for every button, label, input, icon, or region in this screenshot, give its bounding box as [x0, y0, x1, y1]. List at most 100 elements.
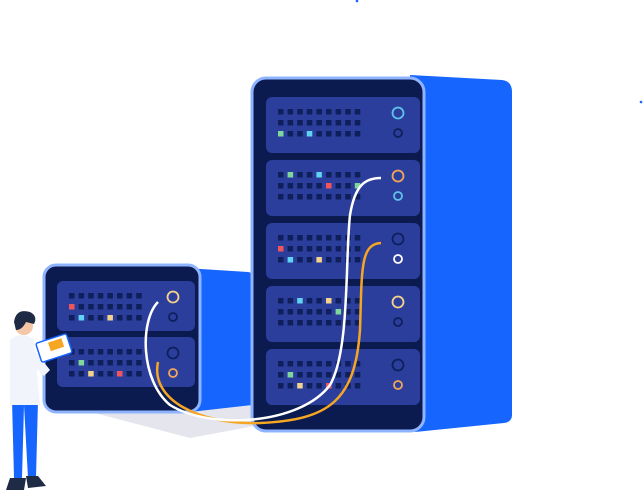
status-led: [345, 361, 351, 367]
status-led: [326, 194, 332, 200]
orange-cable: [155, 241, 382, 425]
status-led: [107, 371, 113, 377]
status-led: [354, 383, 361, 389]
sparkle-dot: [355, 0, 359, 3]
server-unit: [266, 286, 420, 342]
status-led: [88, 371, 94, 377]
status-led: [354, 372, 361, 378]
status-led: [297, 361, 303, 367]
status-led: [78, 304, 85, 310]
status-led: [126, 360, 133, 366]
status-led: [354, 246, 361, 252]
status-led: [316, 309, 322, 315]
status-led: [117, 293, 123, 299]
status-led: [88, 360, 94, 366]
status-led: [306, 361, 313, 367]
arm: [26, 345, 50, 376]
status-led: [326, 172, 332, 178]
status-led: [117, 315, 123, 321]
status-led: [278, 183, 284, 189]
status-led: [88, 304, 94, 310]
status-led: [287, 131, 294, 137]
status-led: [287, 372, 294, 378]
status-led: [306, 183, 313, 189]
cables: [144, 176, 382, 425]
status-led: [345, 172, 351, 178]
status-led: [297, 120, 303, 126]
port-ring-icon: [168, 312, 178, 322]
status-led: [335, 246, 342, 252]
rack-side-panel: [410, 75, 512, 432]
status-led: [306, 298, 313, 304]
status-led: [97, 371, 104, 377]
status-led: [297, 309, 303, 315]
status-led: [326, 120, 332, 126]
port-ring-icon: [391, 232, 405, 246]
status-led: [78, 349, 85, 355]
person-with-tablet: [6, 311, 73, 490]
server-unit: [266, 349, 420, 405]
status-led: [316, 320, 322, 326]
status-led: [345, 320, 351, 326]
status-led: [335, 320, 342, 326]
status-led: [88, 293, 94, 299]
status-led: [326, 235, 332, 241]
status-led: [297, 246, 303, 252]
status-led: [287, 246, 294, 252]
status-led: [326, 320, 332, 326]
status-led: [335, 257, 342, 263]
server-unit: [266, 160, 420, 216]
status-led: [345, 194, 351, 200]
hair: [14, 311, 36, 330]
port-ring-icon: [391, 295, 405, 309]
status-led: [316, 257, 322, 263]
status-led: [326, 246, 332, 252]
status-led: [97, 315, 104, 321]
status-led: [306, 320, 313, 326]
port-ring-icon: [393, 191, 403, 201]
status-led: [97, 304, 104, 310]
status-led: [69, 315, 75, 321]
status-led: [278, 309, 284, 315]
leg: [12, 400, 38, 478]
status-led: [278, 131, 284, 137]
sparkle-dot: [639, 100, 643, 104]
status-led: [297, 131, 303, 137]
status-led: [136, 304, 142, 310]
status-led: [78, 360, 85, 366]
status-led: [326, 361, 332, 367]
status-led: [316, 109, 322, 115]
status-led: [278, 194, 284, 200]
status-led: [107, 304, 113, 310]
status-led: [354, 309, 361, 315]
status-led: [136, 293, 142, 299]
tablet-screen-block: [48, 338, 65, 352]
status-led: [335, 372, 342, 378]
status-led: [287, 361, 294, 367]
status-led: [306, 372, 313, 378]
status-led: [316, 246, 322, 252]
status-led: [306, 383, 313, 389]
status-led: [306, 246, 313, 252]
status-led: [354, 183, 361, 189]
status-led: [306, 235, 313, 241]
status-led: [78, 293, 85, 299]
status-led: [287, 235, 294, 241]
status-led: [126, 349, 133, 355]
status-led: [278, 246, 284, 252]
server-unit: [57, 337, 195, 387]
status-led: [278, 372, 284, 378]
status-led: [297, 298, 303, 304]
status-led: [97, 360, 104, 366]
white-cable: [144, 176, 382, 422]
status-led: [316, 172, 322, 178]
status-led: [354, 298, 361, 304]
status-led: [335, 383, 342, 389]
status-led: [126, 304, 133, 310]
status-led: [326, 372, 332, 378]
port-ring-icon: [391, 169, 405, 183]
status-led: [335, 298, 342, 304]
status-led: [316, 194, 322, 200]
status-led: [326, 131, 332, 137]
